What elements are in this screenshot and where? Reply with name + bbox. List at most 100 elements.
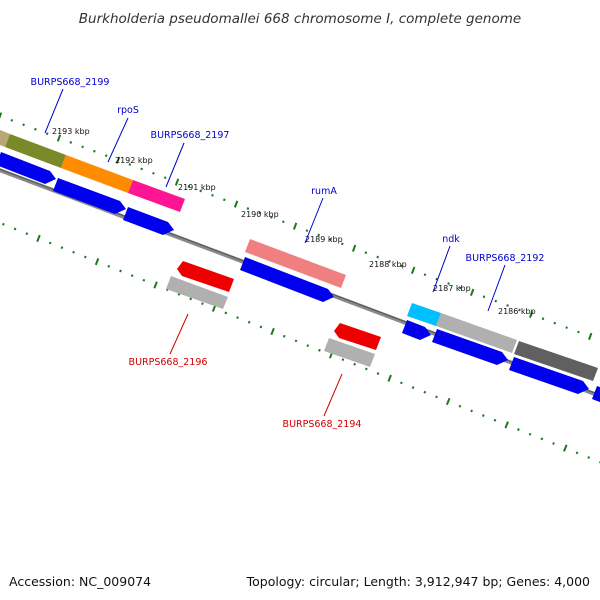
gene-feature-burps668-2197[interactable] [128, 180, 185, 212]
gene-feature-ruma[interactable] [245, 239, 346, 288]
ruler-tick [10, 119, 14, 122]
cds-arrow[interactable] [402, 320, 431, 340]
gene-label-rpos[interactable]: rpoS [117, 105, 139, 116]
gene-feature-burps668-2194[interactable] [324, 338, 375, 367]
cds-arrow[interactable] [509, 357, 589, 394]
ruler-tick [246, 207, 250, 210]
ruler-tick [0, 112, 3, 119]
ruler-tick [189, 297, 193, 301]
gene-label-burps668-2197[interactable]: BURPS668_2197 [151, 130, 230, 141]
ruler-tick [340, 242, 344, 246]
ruler-tick [130, 274, 134, 278]
tick-label-2193: 2193 kbp [52, 127, 90, 136]
ruler-tick [481, 414, 485, 417]
ruler-tick [13, 227, 17, 231]
ruler-tick [211, 193, 214, 197]
ruler-tick [119, 269, 122, 273]
ruler-tick [351, 244, 357, 252]
cds-arrow[interactable] [592, 386, 600, 404]
gene-label-ndk[interactable]: ndk [442, 234, 460, 245]
gene-feature-partial[interactable] [0, 126, 10, 147]
ruler-tick [387, 374, 392, 382]
ruler-tick [60, 246, 64, 250]
ruler-tick [329, 238, 332, 241]
ruler-tick [588, 332, 593, 341]
ruler-tick [72, 250, 75, 254]
ruler-tick [187, 185, 191, 188]
ruler-tick [587, 456, 591, 459]
tick-label-2190: 2190 kbp [241, 210, 279, 219]
ruler-tick [2, 222, 5, 226]
tick-labels: 2193 kbp 2192 kbp 2191 kbp 2190 kbp 2189… [52, 127, 536, 316]
ruler-tick [48, 241, 52, 245]
ruler-tick [294, 339, 298, 343]
ruler-tick [45, 132, 49, 136]
ruler-tick [364, 251, 368, 255]
cds-arrow-reverse[interactable] [334, 323, 381, 350]
ruler-tick [104, 154, 108, 158]
ruler-tick [575, 451, 579, 455]
ruler-tick [258, 211, 262, 215]
cds-arrow[interactable] [240, 257, 334, 302]
topology-text: Topology: circular; Length: 3,912,947 bp… [246, 574, 590, 589]
ruler-tick [423, 273, 427, 277]
ruler-tick [341, 358, 345, 361]
ruler-tick [153, 281, 158, 289]
ruler-tick [318, 348, 321, 352]
accession-text: Accession: NC_009074 [9, 574, 151, 589]
ruler-tick [222, 198, 226, 202]
gene-feature-burps668-2196[interactable] [166, 276, 228, 309]
gene-label-ruma[interactable]: rumA [311, 186, 337, 197]
ruler-tick [174, 178, 180, 186]
ruler-tick [281, 220, 285, 224]
gene-labels: BURPS668_2199 rpoS BURPS668_2197 rumA nd… [31, 77, 545, 430]
ruler-tick [36, 234, 41, 242]
ruler-tick [447, 282, 450, 285]
cds-arrow[interactable] [123, 207, 174, 235]
ruler-tick [445, 397, 451, 406]
ruler-tick [482, 295, 486, 299]
gene-feature-burps668-2199[interactable] [5, 134, 66, 168]
ruler-tick [270, 327, 275, 336]
ruler-tick [528, 432, 532, 436]
tick-label-2188: 2188 kbp [369, 260, 407, 269]
gene-label-burps668-2194[interactable]: BURPS668_2194 [283, 419, 362, 430]
ruler-tick [83, 255, 87, 259]
ruler-tick [518, 308, 521, 312]
ruler-tick [236, 316, 239, 319]
ruler-tick [376, 372, 380, 375]
cds-arrow-reverse[interactable] [177, 261, 234, 292]
ruler-tick [563, 444, 568, 452]
ruler-tick [469, 288, 475, 296]
ruler-tick [282, 334, 286, 338]
cds-arrow[interactable] [53, 178, 126, 214]
ruler-tick [128, 163, 132, 166]
ruler-tick [411, 386, 415, 389]
tick-label-2192: 2192 kbp [115, 156, 153, 165]
ruler-tick [69, 141, 73, 144]
gene-label-burps668-2192[interactable]: BURPS668_2192 [466, 253, 545, 264]
gene-feature-dark[interactable] [514, 341, 598, 381]
cds-arrow[interactable] [0, 152, 56, 184]
ruler-tick [224, 311, 228, 315]
tick-label-2186: 2186 kbp [498, 307, 536, 316]
gene-label-burps668-2196[interactable]: BURPS668_2196 [129, 357, 208, 368]
gene-label-burps668-2199[interactable]: BURPS668_2199 [31, 77, 110, 88]
ruler-tick [504, 421, 509, 429]
ruler-tick [388, 260, 391, 263]
ruler-tick [317, 233, 321, 237]
ruler-tick [376, 255, 380, 259]
ruler-tick [93, 149, 96, 153]
gene-feature-ndk[interactable] [407, 303, 441, 326]
ruler-tick [458, 404, 462, 408]
ruler-tick [577, 330, 580, 334]
ruler-tick [199, 189, 202, 193]
ruler-tick [142, 278, 146, 282]
gene-feature-burps668-2192[interactable] [436, 313, 517, 353]
cds-arrow[interactable] [432, 329, 508, 365]
gene-feature-rpos[interactable] [61, 155, 133, 193]
ruler-tick [115, 156, 121, 164]
ruler-tick [528, 310, 534, 318]
tick-label-2189: 2189 kbp [305, 235, 343, 244]
